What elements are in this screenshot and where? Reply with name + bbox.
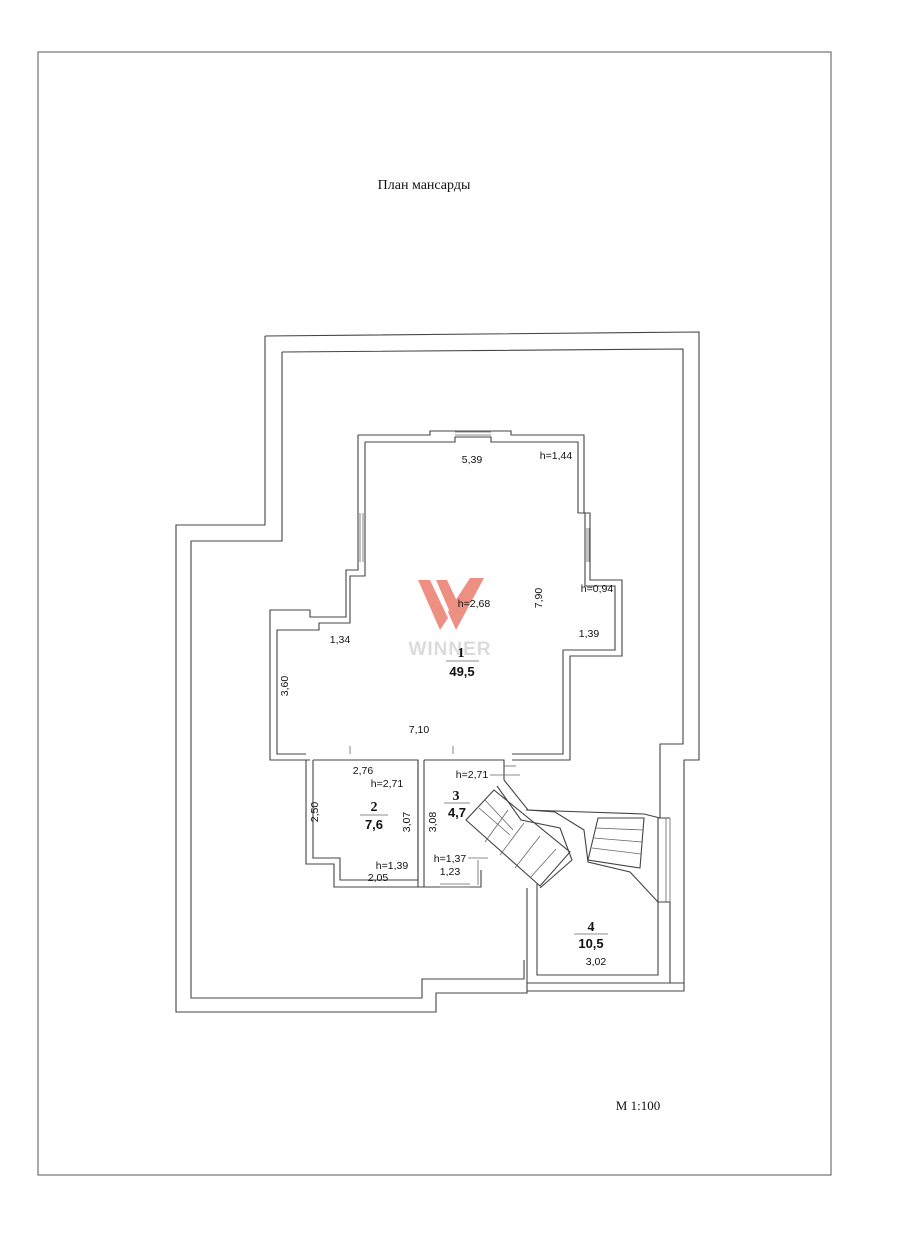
dim-h-1-37: h=1,37	[434, 853, 467, 865]
room-4-area: 10,5	[578, 936, 603, 951]
staircase	[465, 760, 671, 904]
roof-outline	[175, 331, 700, 1013]
dim-h-2-71-room-3: h=2,71	[456, 769, 489, 781]
dim-3-08: 3,08	[427, 812, 439, 833]
room-4-number: 4	[588, 920, 595, 935]
room-2-area: 7,6	[365, 817, 383, 832]
dim-2-76: 2,76	[353, 765, 374, 777]
watermark-text: WINNER	[408, 639, 491, 660]
plan-title: План мансарды	[378, 178, 471, 193]
dim-3-07: 3,07	[401, 812, 413, 833]
room-3-number: 3	[453, 789, 460, 804]
room-1-area: 49,5	[449, 664, 474, 679]
room-3-area: 4,7	[448, 805, 466, 820]
dim-7-10: 7,10	[409, 724, 430, 736]
sheet-frame	[37, 51, 832, 1176]
dim-h-1-44: h=1,44	[540, 450, 573, 462]
room-3-walls	[417, 759, 516, 888]
dim-1-23: 1,23	[440, 866, 461, 878]
scale-label: М 1:100	[616, 1098, 660, 1113]
dim-3-60: 3,60	[279, 676, 291, 697]
dim-1-39: 1,39	[579, 628, 600, 640]
dim-7-90: 7,90	[533, 588, 545, 609]
dim-2-05: 2,05	[368, 872, 389, 884]
dim-h-1-39: h=1,39	[376, 860, 409, 872]
dim-5-39: 5,39	[462, 454, 483, 466]
room-1-walls	[269, 430, 623, 761]
dim-2-50: 2,50	[309, 802, 321, 823]
room-2-number: 2	[371, 800, 378, 815]
dim-h-2-71-room-2: h=2,71	[371, 778, 404, 790]
dim-h-2-68: h=2,68	[458, 598, 491, 610]
room-1-number: 1	[458, 646, 465, 661]
room-4-walls	[526, 884, 671, 983]
watermark-logo: WINNER	[408, 578, 491, 660]
dim-h-0-94: h=0,94	[581, 583, 614, 595]
dim-3-02: 3,02	[586, 956, 607, 968]
dim-1-34: 1,34	[330, 634, 351, 646]
